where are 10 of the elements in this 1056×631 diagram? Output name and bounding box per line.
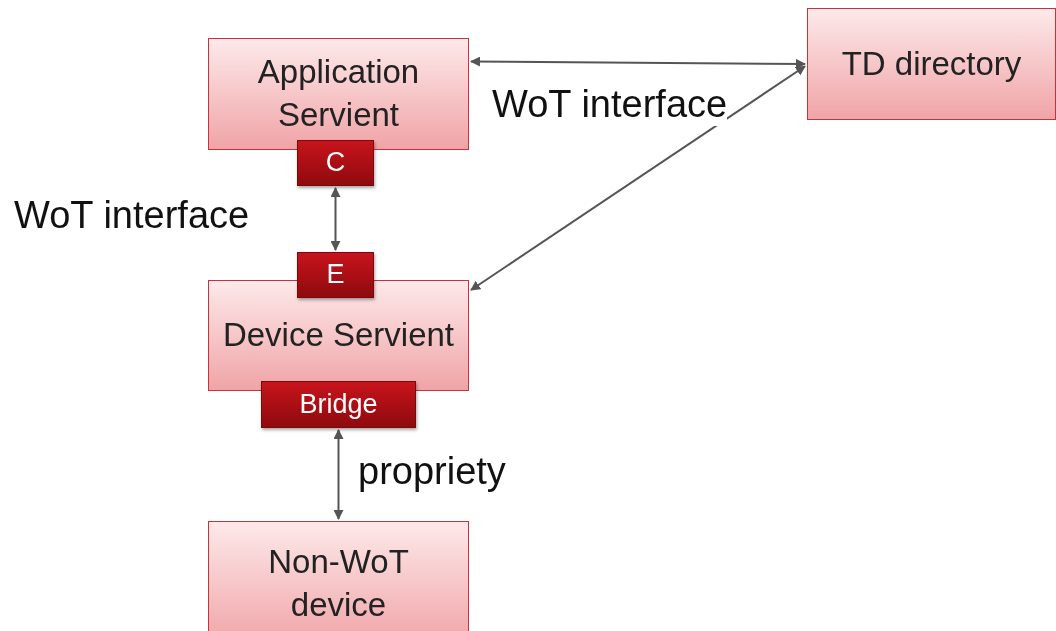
servient-box: TD directory <box>807 8 1056 120</box>
port-tab: C <box>297 140 374 186</box>
double-arrow <box>470 56 806 69</box>
double-arrow <box>470 65 806 291</box>
port-tab: E <box>297 252 374 298</box>
servient-box: Application Servient <box>208 38 469 150</box>
port-tab: Bridge <box>261 381 416 428</box>
servient-box: Non-WoT device <box>208 521 469 631</box>
double-arrow <box>330 187 341 251</box>
double-arrow <box>333 429 344 520</box>
